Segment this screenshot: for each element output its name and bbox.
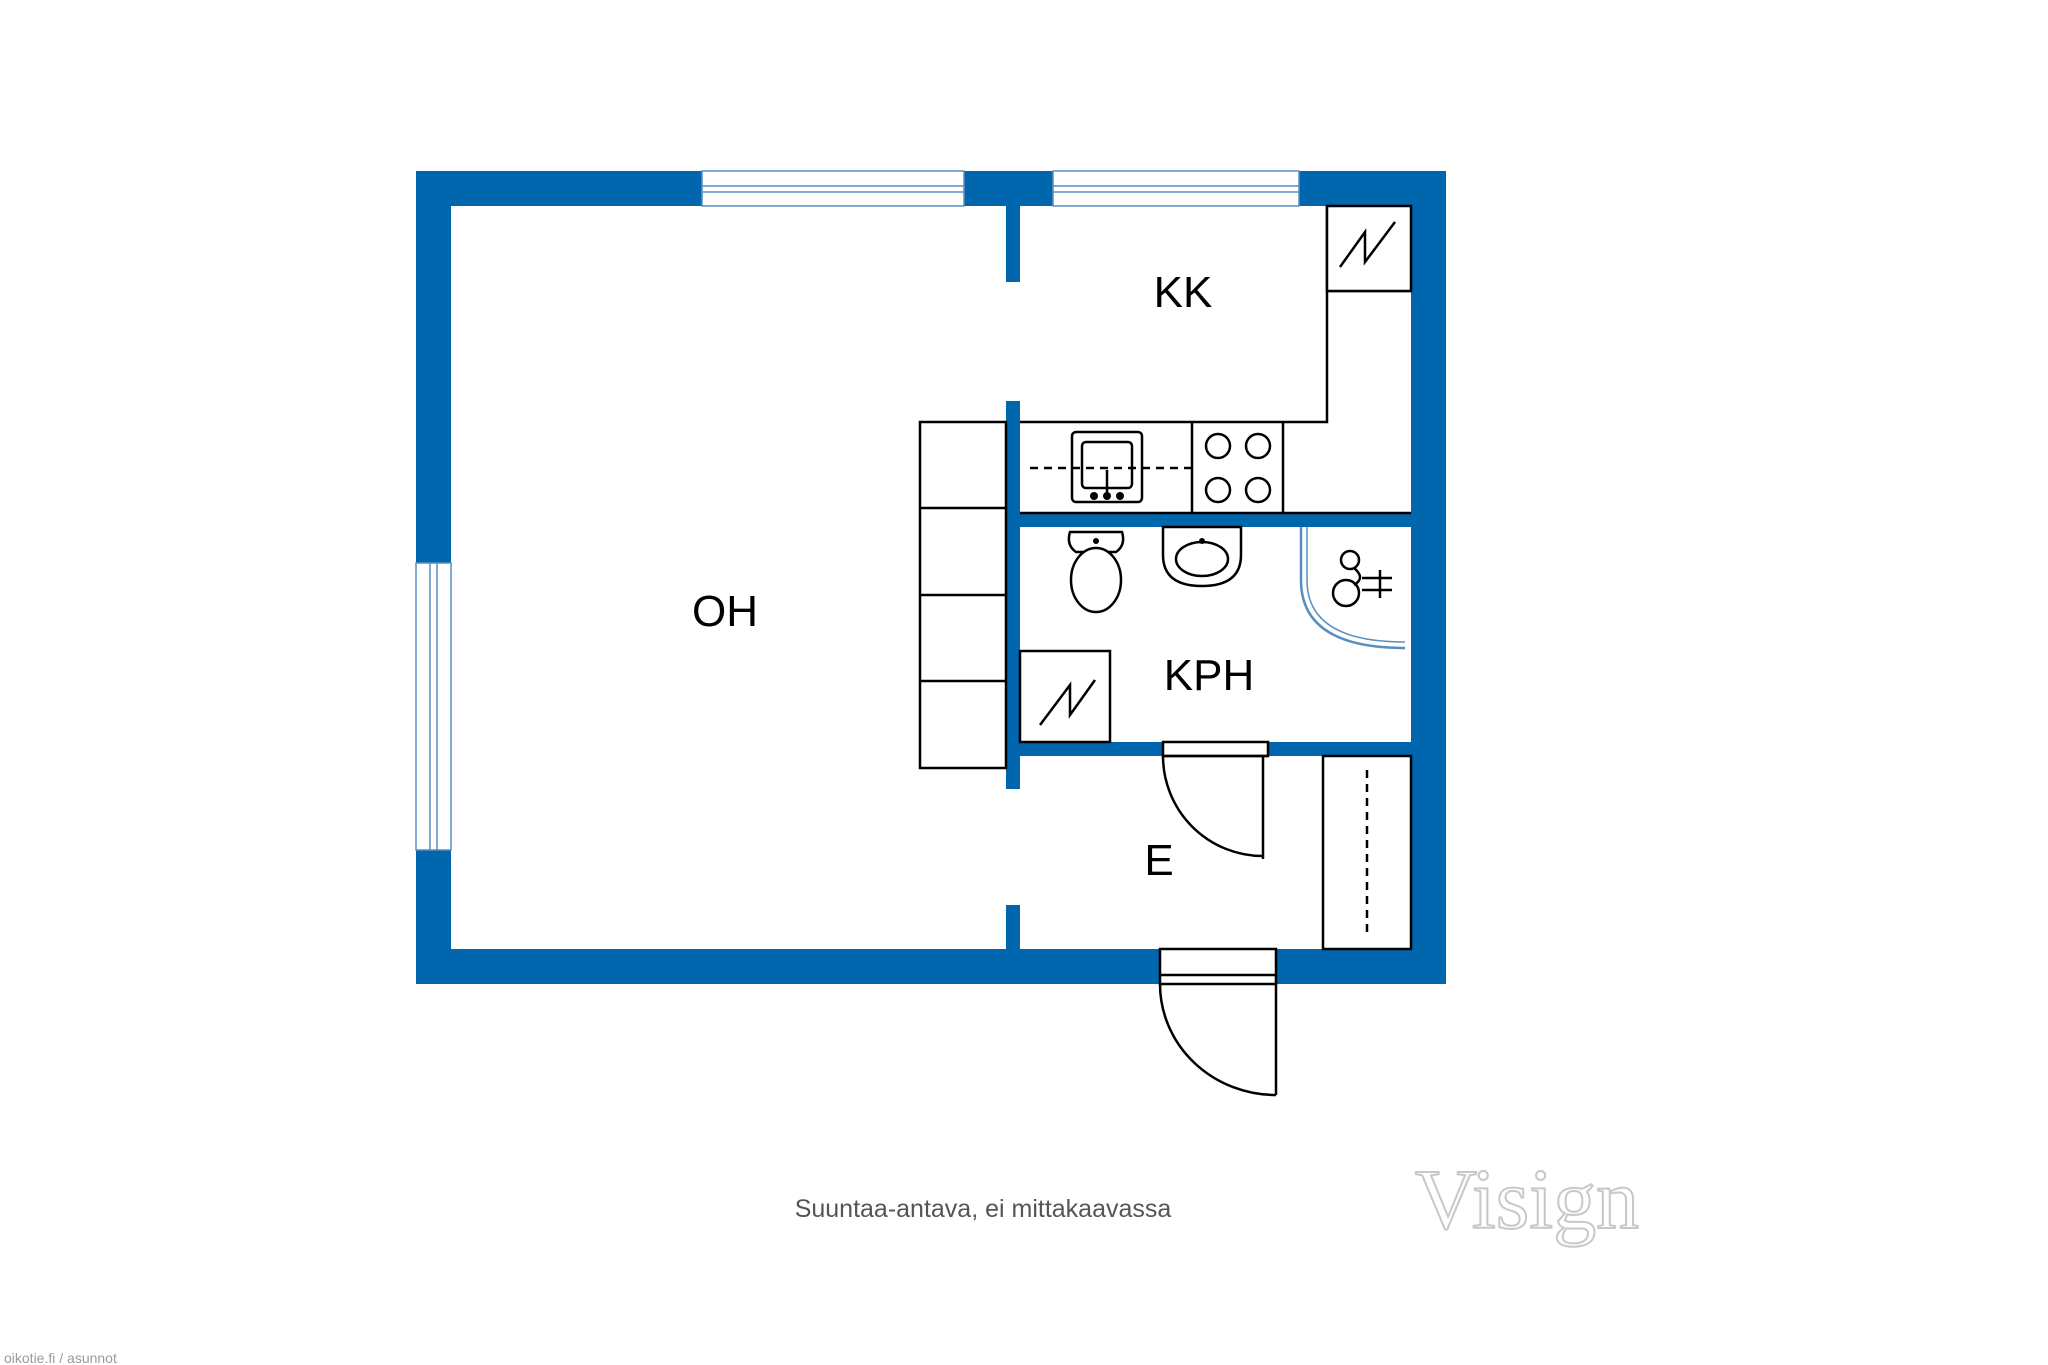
entrance-door — [1158, 947, 1278, 1097]
sink-icon — [1030, 430, 1192, 504]
shower-icon — [1299, 527, 1406, 650]
partition-stub-top — [1006, 206, 1020, 282]
partition-stub-bottom — [1006, 905, 1020, 949]
partition-middle — [1006, 401, 1020, 789]
room-label-entrance: E — [1144, 836, 1173, 885]
window-top-left — [701, 170, 965, 207]
kitchen-bath-wall — [1020, 513, 1411, 527]
wall-right — [1411, 171, 1446, 984]
room-label-bathroom: KPH — [1164, 651, 1254, 700]
toilet-icon — [1067, 530, 1125, 614]
entrance-closet — [1321, 754, 1413, 951]
scale-disclaimer: Suuntaa-antava, ei mittakaavassa — [795, 1195, 1172, 1223]
electrical-cabinet-kitchen — [1325, 204, 1413, 293]
room-label-living: OH — [692, 587, 758, 636]
source-credit: oikotie.fi / asunnot — [4, 1350, 117, 1365]
electrical-cabinet-bathroom — [1018, 649, 1112, 744]
window-top-right — [1052, 170, 1300, 207]
stove-icon — [1190, 422, 1285, 513]
wardrobe — [918, 420, 1008, 770]
wall-bottom — [416, 949, 1446, 984]
bathroom-door — [1161, 740, 1270, 859]
room-label-kitchenette: KK — [1154, 268, 1213, 317]
window-left — [415, 562, 452, 851]
brand-watermark: Visign — [1415, 1151, 1639, 1247]
washbasin-icon — [1161, 525, 1243, 588]
